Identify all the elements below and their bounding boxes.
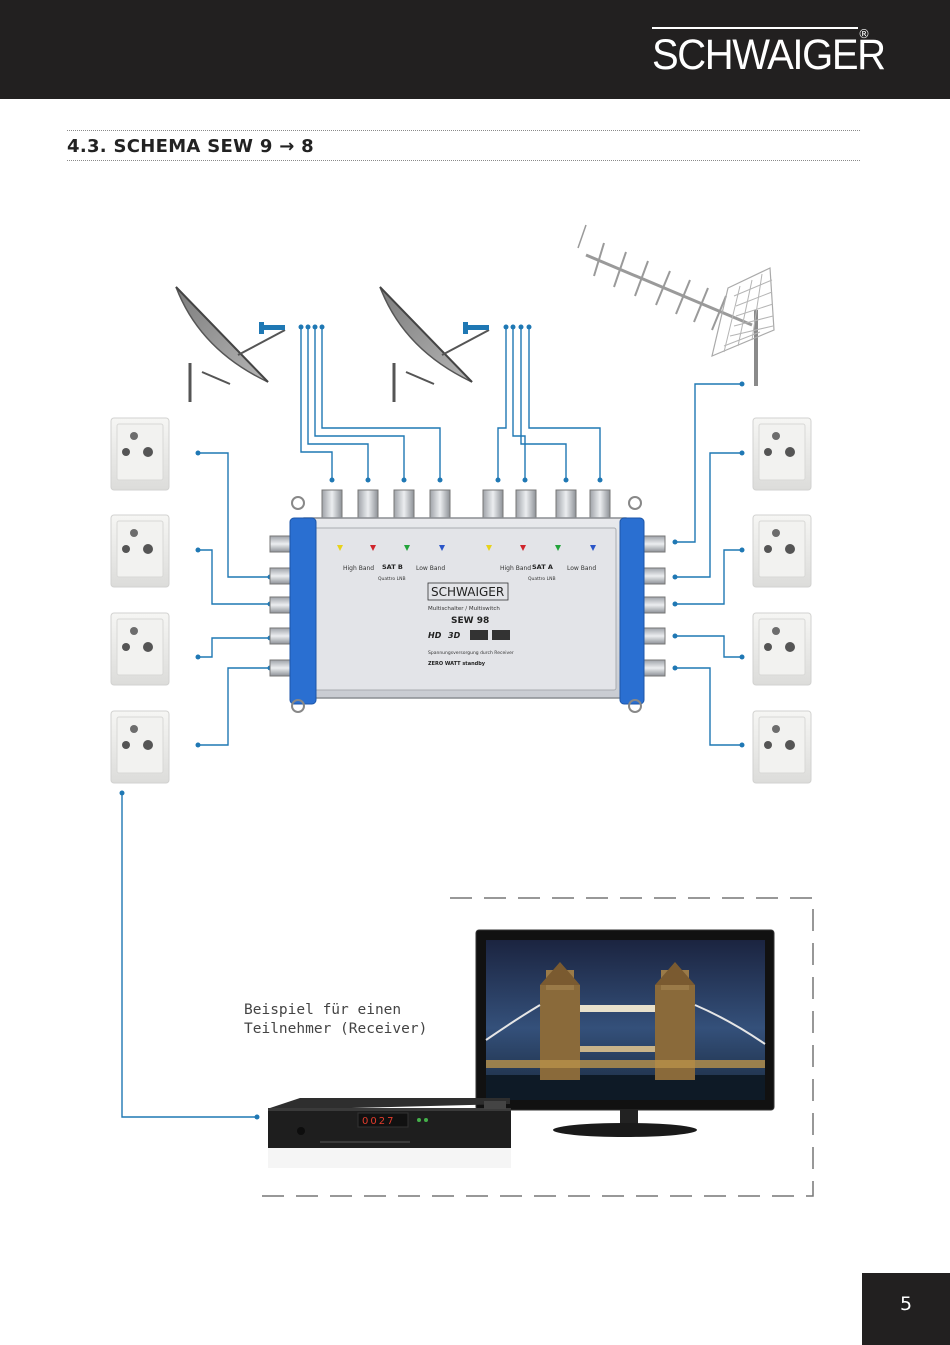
wires <box>121 327 742 1118</box>
satellite-dish-a <box>379 286 490 402</box>
logo-line <box>652 27 858 29</box>
sat-a-quattro: Quattro LNB <box>528 576 556 582</box>
switch-model: SEW 98 <box>451 616 489 626</box>
sat-b-high-band: High Band <box>343 565 374 572</box>
receiver-frame <box>256 897 814 1197</box>
power-note: Spannungsversorgung durch Receiver <box>428 650 514 656</box>
satellite-receiver: 0027 <box>268 1098 511 1168</box>
wall-outlet-right-3 <box>752 612 812 686</box>
receiver-caption: Beispiel für einen Teilnehmer (Receiver) <box>244 1001 427 1039</box>
sat-a-high-band: High Band <box>500 565 531 572</box>
wall-outlet-left-3 <box>110 612 170 686</box>
title-rule-top <box>67 130 860 131</box>
tv-monitor <box>475 929 775 1137</box>
sat-b-quattro: Quattro LNB <box>378 576 406 582</box>
switch-subtitle: Multischalter / Multiswitch <box>428 606 500 612</box>
top-connectors <box>321 489 611 523</box>
switch-brand: SCHWAIGER <box>431 585 504 599</box>
receiver-display: 0027 <box>362 1116 395 1127</box>
sat-b-label: SAT B <box>382 563 403 571</box>
satellite-dish-b <box>175 286 286 402</box>
wall-outlet-left-1 <box>110 417 170 491</box>
wall-outlet-right-2 <box>752 514 812 588</box>
terrestrial-antenna <box>577 224 775 386</box>
wall-outlet-right-4 <box>752 710 812 784</box>
multiswitch-sew98: High Band SAT B Low Band Quattro LNB Hig… <box>269 489 666 713</box>
title-rule-bottom <box>67 160 860 161</box>
threed-badge: 3D <box>448 631 461 640</box>
page-number-box: 5 <box>862 1273 950 1345</box>
sat-a-low-band: Low Band <box>567 565 596 572</box>
caption-line-2: Teilnehmer (Receiver) <box>244 1021 428 1037</box>
registered-mark: ® <box>858 27 870 41</box>
sat-b-low-band: Low Band <box>416 565 445 572</box>
left-connectors <box>269 535 293 677</box>
page-header: SCHWAIGER ® <box>0 0 950 99</box>
page-number: 5 <box>899 1293 913 1315</box>
caption-line-1: Beispiel für einen <box>244 1002 402 1018</box>
wall-outlet-left-2 <box>110 514 170 588</box>
sat-a-label: SAT A <box>532 563 553 571</box>
section-title: 4.3. SCHEMA SEW 9 → 8 <box>67 136 314 157</box>
schwaiger-logo: SCHWAIGER <box>652 27 886 79</box>
logo-text: SCHWAIGER <box>652 31 886 79</box>
wall-outlet-left-4 <box>110 710 170 784</box>
wall-outlet-right-1 <box>752 417 812 491</box>
hd-badge: HD <box>428 631 442 640</box>
right-connectors <box>640 535 666 677</box>
zero-watt-standby: ZERO WATT standby <box>428 661 486 667</box>
